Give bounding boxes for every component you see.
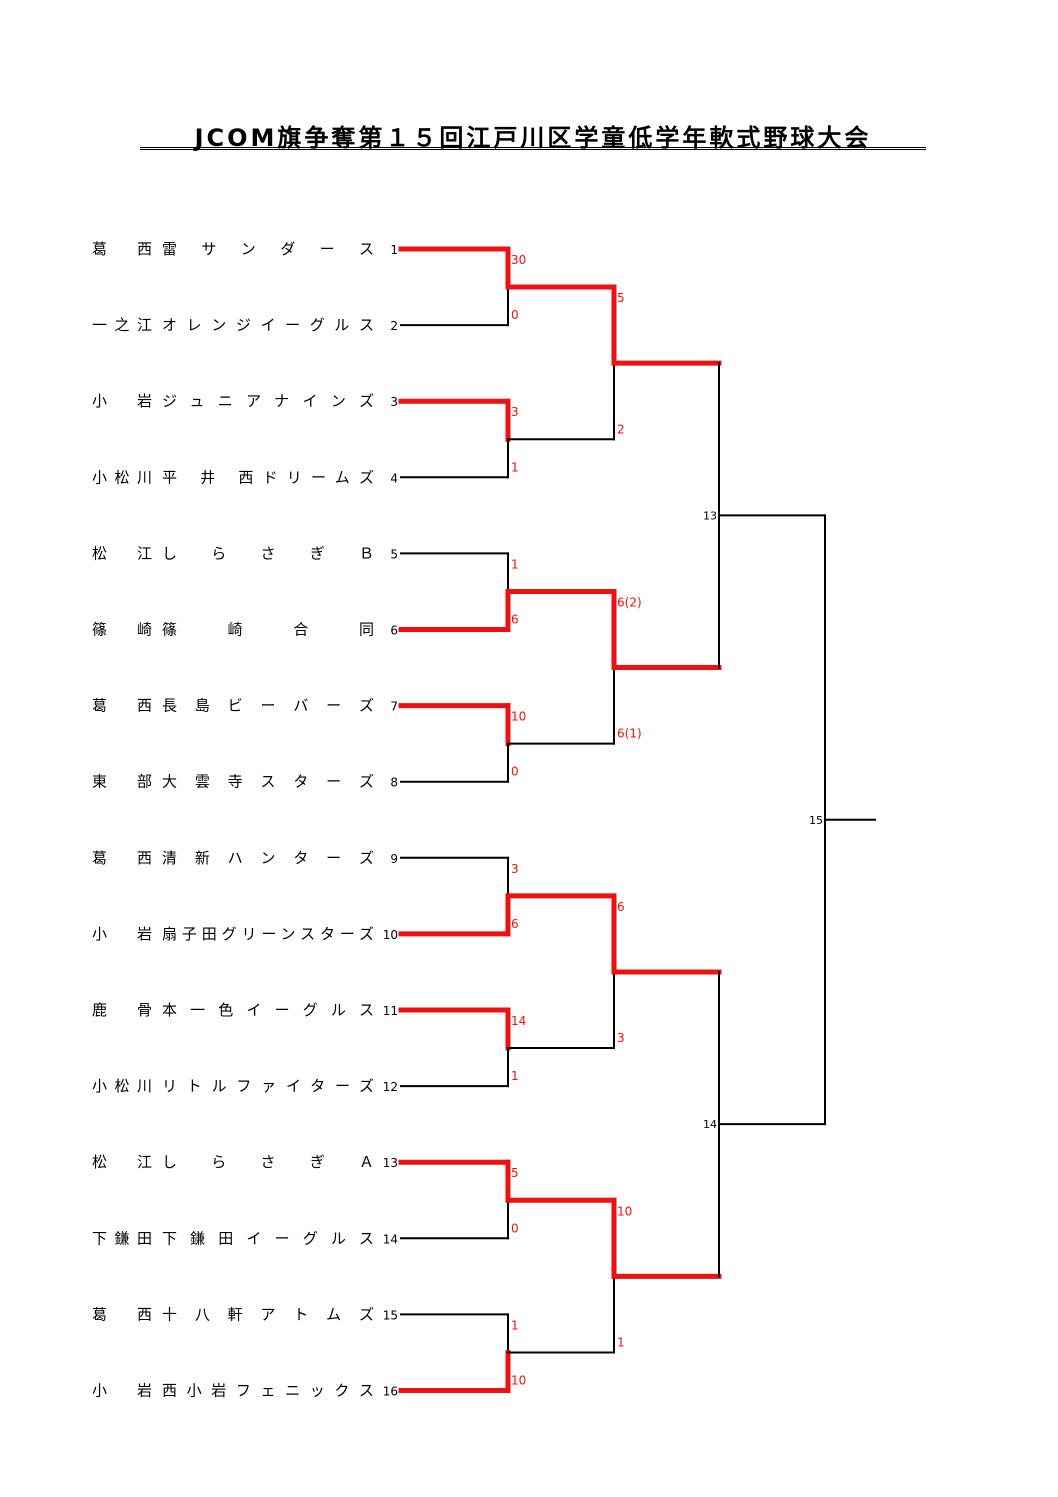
team-name: 篠 崎 合 同 — [162, 621, 374, 639]
score-label: 1 — [617, 1335, 625, 1349]
team-seed: 14 — [383, 1232, 398, 1246]
team-area: 葛 西 — [92, 1305, 152, 1323]
team-name: ジュニアナインズ — [162, 392, 374, 410]
score-label: 0 — [511, 308, 519, 322]
score-label: 6 — [511, 917, 519, 931]
score-label: 3 — [617, 1031, 625, 1045]
score-label: 5 — [511, 1166, 519, 1180]
team-area: 松 江 — [92, 544, 152, 562]
team-area: 松 江 — [92, 1153, 152, 1171]
team-name: 本 一 色 イ ー グ ル ス — [162, 1001, 374, 1019]
team-seed: 12 — [383, 1080, 398, 1094]
match-number: 13 — [703, 509, 717, 522]
team-seed: 10 — [383, 928, 398, 942]
team-seed: 11 — [383, 1004, 398, 1018]
team-name: 平 井 西ドリームズ — [162, 468, 374, 486]
team-seed: 13 — [383, 1156, 398, 1170]
team-seed: 2 — [390, 319, 398, 333]
match-number: 15 — [809, 814, 823, 827]
team-seed: 6 — [390, 624, 398, 638]
match-number: 14 — [703, 1118, 717, 1131]
team-area: 鹿 骨 — [92, 1001, 152, 1019]
team-area: 小松川 — [92, 1077, 152, 1095]
score-label: 1 — [511, 1069, 519, 1083]
team-seed: 16 — [383, 1385, 398, 1399]
score-label: 6(1) — [617, 727, 642, 741]
team-name: 清 新 ハ ン タ ー ズ — [162, 849, 374, 867]
team-name: 雷 サ ン ダ ー ス — [162, 240, 374, 258]
team-name: し ら さ ぎ Ｂ — [162, 544, 374, 562]
team-seed: 7 — [390, 700, 398, 714]
score-label: 10 — [617, 1204, 632, 1218]
team-name: 西 小 岩 フ ェ ニ ッ ク ス — [162, 1382, 374, 1400]
team-area: 小 岩 — [92, 392, 152, 410]
team-seed: 1 — [390, 243, 398, 257]
score-label: 0 — [511, 765, 519, 779]
score-label: 6 — [511, 613, 519, 627]
bracket-lines — [398, 246, 876, 1393]
team-area: 下鎌田 — [92, 1229, 152, 1247]
team-name: し ら さ ぎ Ａ — [162, 1153, 374, 1171]
team-name: オレンジイーグルス — [162, 316, 374, 334]
team-name: リトルファイターズ — [162, 1077, 374, 1095]
score-label: 2 — [617, 422, 625, 436]
team-seed: 3 — [390, 395, 398, 409]
team-seed: 9 — [390, 852, 398, 866]
score-label: 10 — [511, 710, 526, 724]
score-label: 0 — [511, 1221, 519, 1235]
team-area: 小 岩 — [92, 925, 152, 943]
team-name: 長 島 ビ ー バ ー ズ — [162, 697, 374, 715]
team-seed: 15 — [383, 1308, 398, 1322]
team-name: 扇子田グリーンスターズ — [162, 925, 374, 943]
score-label: 3 — [511, 862, 519, 876]
score-label: 6(2) — [617, 595, 642, 609]
team-name: 十 八 軒 ア ト ム ズ — [162, 1305, 374, 1323]
team-area: 葛 西 — [92, 849, 152, 867]
team-name: 大 雲 寺 ス タ ー ズ — [162, 773, 374, 791]
team-area: 葛 西 — [92, 240, 152, 258]
team-name: 下 鎌 田 イ ー グ ル ス — [162, 1229, 374, 1247]
score-label: 14 — [511, 1014, 526, 1028]
score-label: 5 — [617, 291, 625, 305]
team-area: 東 部 — [92, 773, 152, 791]
score-label: 3 — [511, 405, 519, 419]
team-area: 葛 西 — [92, 697, 152, 715]
score-label: 1 — [511, 1318, 519, 1332]
team-area: 一之江 — [92, 316, 152, 334]
team-area: 小松川 — [92, 468, 152, 486]
team-seed: 4 — [390, 471, 398, 485]
score-label: 10 — [511, 1374, 526, 1388]
score-label: 30 — [511, 253, 526, 267]
team-seed: 8 — [390, 776, 398, 790]
score-label: 6 — [617, 900, 625, 914]
team-area: 篠 崎 — [92, 621, 152, 639]
team-seed: 5 — [390, 547, 398, 561]
score-label: 1 — [511, 460, 519, 474]
score-label: 1 — [511, 557, 519, 571]
title-double-underline — [140, 147, 926, 150]
team-area: 小 岩 — [92, 1382, 152, 1400]
